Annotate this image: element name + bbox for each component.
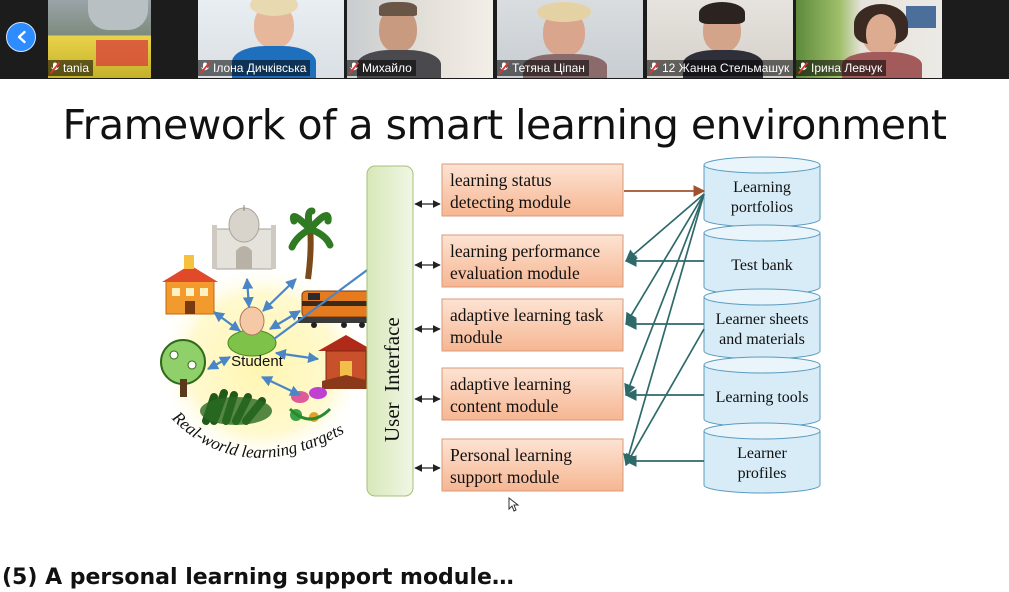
participant-name-bar: Михайло <box>347 60 416 76</box>
module-label: support module <box>450 467 560 487</box>
muted-mic-icon <box>200 62 210 74</box>
palace-icon <box>212 205 276 270</box>
participant-tile[interactable]: Михайло <box>347 0 493 78</box>
module-label: adaptive learning task <box>450 305 604 325</box>
database-cylinder: Learner profiles <box>703 422 821 494</box>
muted-mic-icon <box>649 62 659 74</box>
participant-name-bar: Тетяна Ціпан <box>497 60 589 76</box>
temple-icon <box>318 335 374 389</box>
palm-tree-icon <box>288 207 334 280</box>
database-cylinder: Learning tools <box>703 356 821 428</box>
module-label: learning status <box>450 170 552 190</box>
muted-mic-icon <box>50 62 60 74</box>
participant-tile[interactable]: Ірина Левчук <box>796 0 942 78</box>
database-label: profiles <box>738 465 787 482</box>
participant-name-bar: Ілона Дичківська <box>198 60 311 76</box>
muted-mic-icon <box>499 62 509 74</box>
database-label: Learning tools <box>716 389 809 406</box>
module-label: evaluation module <box>450 263 580 283</box>
participant-name: Ірина Левчук <box>811 61 883 75</box>
database-cylinder: Learner sheets and materials <box>703 288 821 360</box>
user-interface-label: User Interface <box>380 317 404 442</box>
framework-diagram: Student <box>157 156 821 497</box>
school-icon <box>162 255 218 315</box>
participant-name: Ілона Дичківська <box>213 61 307 75</box>
participant-name: tania <box>63 61 90 75</box>
student-icon <box>227 306 277 357</box>
database-label: and materials <box>719 331 805 348</box>
participant-name: Тетяна Ціпан <box>512 61 585 75</box>
database-cylinder: Test bank <box>703 224 821 296</box>
database-label: Learner sheets <box>716 311 809 328</box>
module-label: learning performance <box>450 241 600 261</box>
train-icon <box>298 290 376 328</box>
slide-bullet-point: (5) A personal learning support module… <box>2 565 514 590</box>
database-label: portfolios <box>731 199 793 216</box>
database-label: Learner <box>737 445 787 462</box>
shared-slide: Framework of a smart learning environmen… <box>0 79 1009 592</box>
module-label: content module <box>450 396 559 416</box>
chevron-left-icon <box>17 30 26 44</box>
butterfly-icon <box>288 387 332 422</box>
user-interface-bar: User Interface <box>366 165 414 497</box>
muted-mic-icon <box>349 62 359 74</box>
student-label: Student <box>231 353 284 370</box>
module-label: module <box>450 327 503 347</box>
muted-mic-icon <box>798 62 808 74</box>
participant-tile[interactable]: 12 Жанна Стельмашук <box>647 0 793 78</box>
module-label: adaptive learning <box>450 374 571 394</box>
real-world-targets-illustration: Student <box>157 205 383 464</box>
participant-name: Михайло <box>362 61 412 75</box>
participant-name-bar: 12 Жанна Стельмашук <box>647 60 793 76</box>
participant-name-bar: Ірина Левчук <box>796 60 887 76</box>
database-label: Test bank <box>731 257 793 274</box>
mouse-cursor-icon <box>508 497 520 512</box>
module-label: Personal learning <box>450 445 572 465</box>
module-label: detecting module <box>450 192 571 212</box>
video-strip: tania Ілона Дичківська Михайло Тетяна Ці… <box>0 0 1009 79</box>
database-cylinder: Learning portfolios <box>703 156 821 228</box>
database-label: Learning <box>733 179 791 196</box>
participant-tile[interactable]: Ілона Дичківська <box>198 0 344 78</box>
plants-icon <box>200 389 272 425</box>
participant-tile[interactable]: tania <box>48 0 151 78</box>
slide-title: Framework of a smart learning environmen… <box>62 101 947 149</box>
previous-page-button[interactable] <box>6 22 36 52</box>
participant-tile[interactable]: Тетяна Ціпан <box>497 0 643 78</box>
tree-icon <box>160 339 206 397</box>
participant-name: 12 Жанна Стельмашук <box>662 61 790 75</box>
participant-name-bar: tania <box>48 60 94 76</box>
